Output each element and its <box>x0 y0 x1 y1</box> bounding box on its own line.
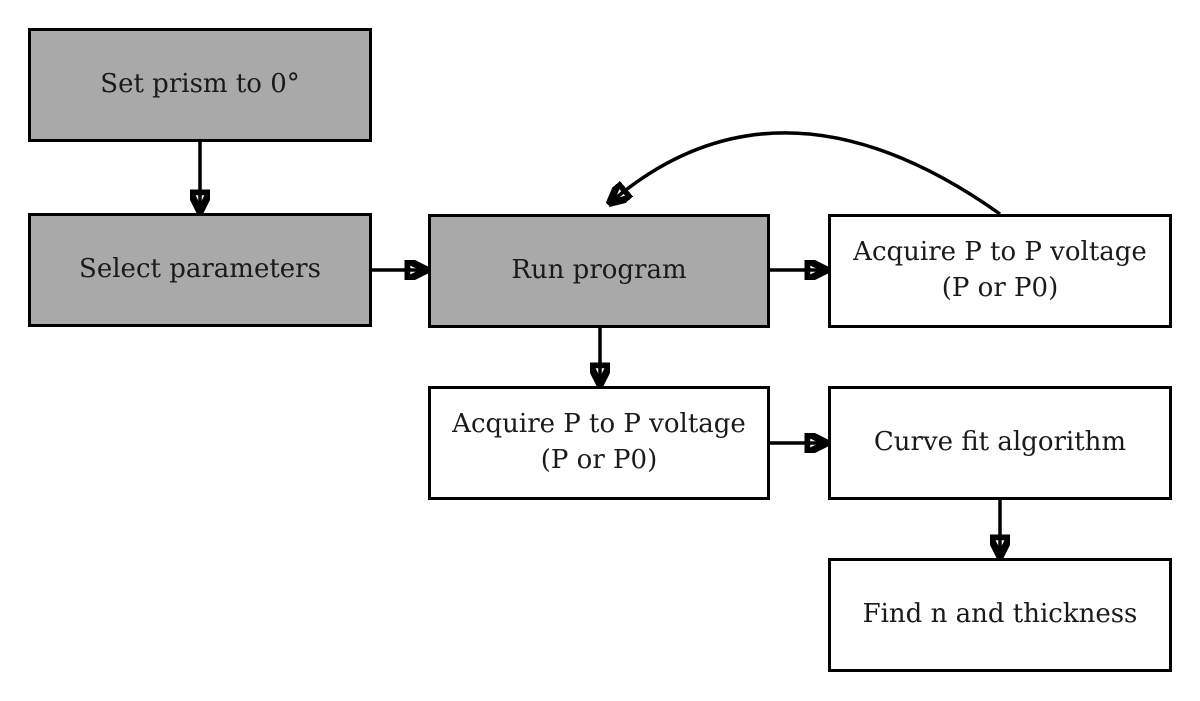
arrow-feedback-acquireright-to-runprogram <box>611 131 1002 216</box>
node-label-line2: (P or P0) <box>540 445 658 475</box>
node-find-n-thickness: Find n and thickness <box>828 558 1172 672</box>
node-label-line1: Acquire P to P voltage <box>853 237 1147 268</box>
node-acquire-voltage-bottom: Acquire P to P voltage (P or P0) <box>428 386 770 500</box>
node-label-line2: (P or P0) <box>941 273 1059 303</box>
node-label: Run program <box>511 255 687 286</box>
node-acquire-voltage-right: Acquire P to P voltage (P or P0) <box>828 214 1172 328</box>
node-run-program: Run program <box>428 214 770 328</box>
node-label: Find n and thickness <box>862 599 1138 630</box>
node-label: Curve fit algorithm <box>873 427 1127 458</box>
node-select-parameters: Select parameters <box>28 213 372 327</box>
node-curve-fit: Curve fit algorithm <box>828 386 1172 500</box>
node-label-line1: Acquire P to P voltage <box>452 409 746 440</box>
node-label: Select parameters <box>79 254 321 285</box>
node-set-prism: Set prism to 0° <box>28 28 372 142</box>
node-label: Set prism to 0° <box>100 69 300 100</box>
